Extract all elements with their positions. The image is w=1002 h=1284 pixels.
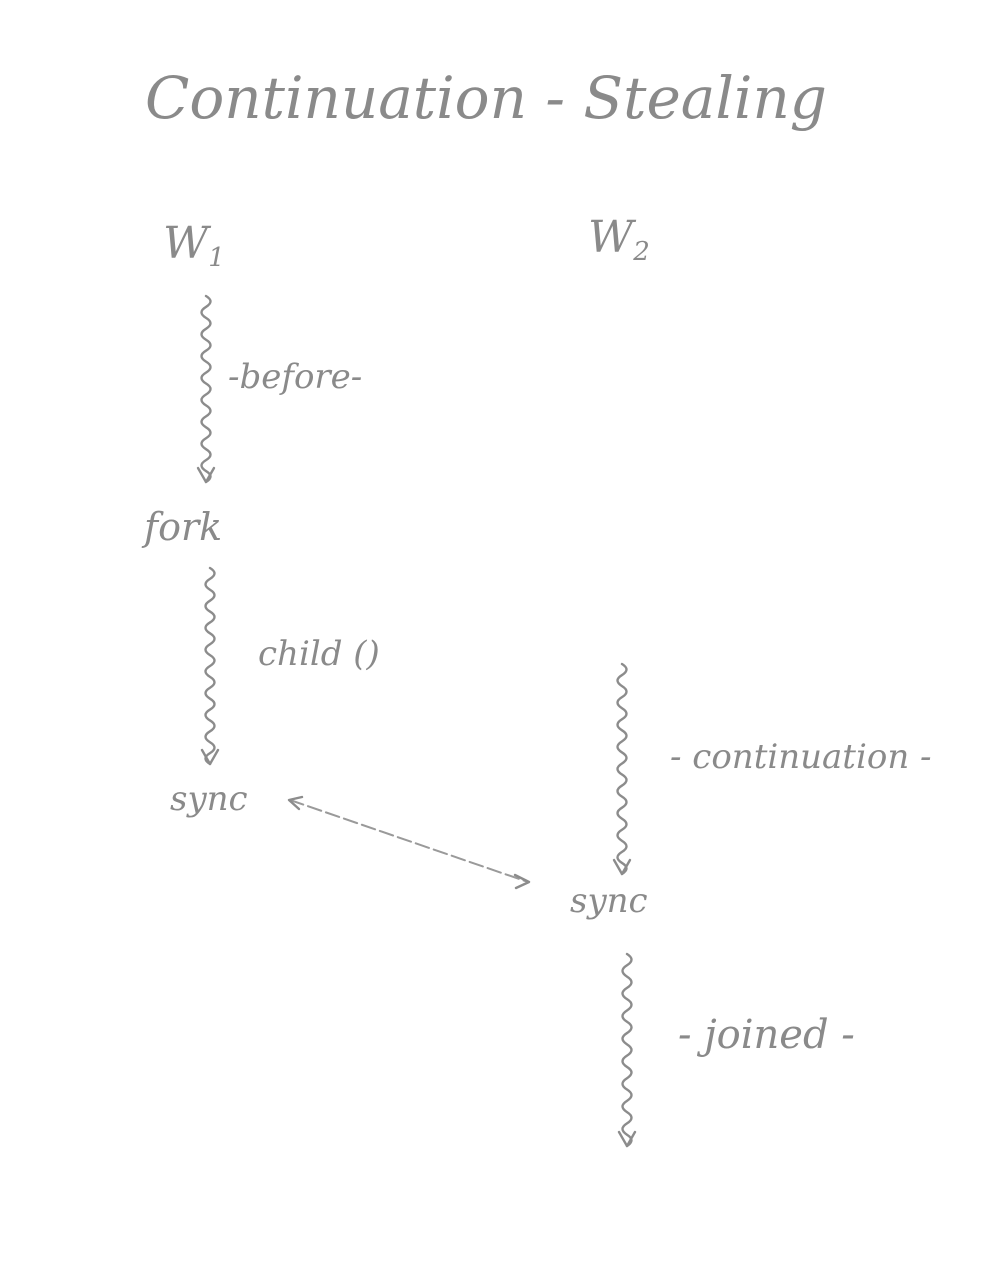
- worker-1-label: W1: [163, 218, 225, 273]
- before-squiggle-arrow: [200, 294, 212, 484]
- joined-label: - joined -: [678, 1012, 855, 1058]
- continuation-squiggle-arrow: [616, 662, 628, 876]
- before-arrowhead: [196, 466, 216, 484]
- child-label: child (): [258, 634, 380, 674]
- sync-dashed-connector: [289, 799, 529, 883]
- child-squiggle-arrow: [204, 566, 216, 766]
- before-label: -before-: [228, 357, 362, 397]
- sync-w1-label: sync: [170, 779, 248, 819]
- connector-left-arrowhead: [287, 795, 304, 811]
- joined-squiggle-arrow: [621, 952, 633, 1148]
- continuation-arrowhead: [612, 858, 632, 876]
- fork-label: fork: [141, 505, 222, 549]
- joined-arrowhead: [617, 1130, 637, 1148]
- worker-2-label: W2: [588, 212, 650, 267]
- continuation-label: - continuation -: [670, 737, 932, 777]
- diagram-title: Continuation - Stealing: [145, 64, 827, 132]
- sync-w2-label: sync: [570, 881, 648, 921]
- child-arrowhead: [200, 748, 220, 766]
- connector-right-arrowhead: [513, 873, 531, 890]
